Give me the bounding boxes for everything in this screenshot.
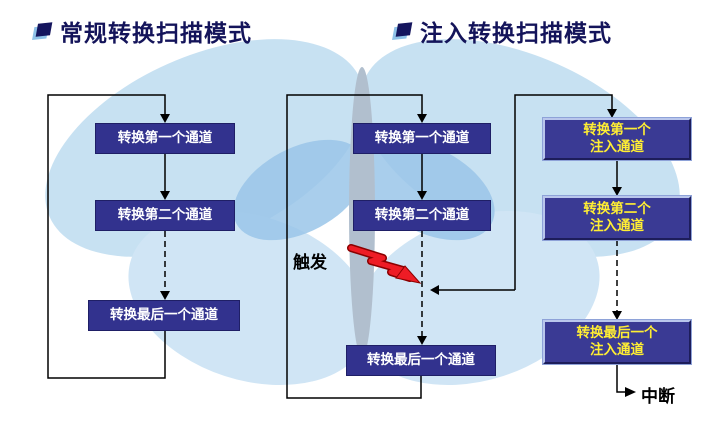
injected-mode-title-text: 注入转换扫描模式 [420,21,612,46]
injected-mode-regular-box-last-channel: 转换最后一个通道 [346,345,496,376]
regular-mode-title: 常规转换扫描模式 [34,14,252,48]
injected-flow-box-last-channel: 转换最后一个 注入通道 [543,320,691,364]
bullet-3d-icon [394,23,413,39]
trigger-lightning-icon [347,244,422,284]
injected-mode-title: 注入转换扫描模式 [394,14,612,48]
injected-mode-regular-box-second-channel: 转换第二个通道 [353,200,491,231]
regular-mode-title-text: 常规转换扫描模式 [60,21,252,46]
regular-flow-box-last-channel: 转换最后一个通道 [88,300,240,331]
interrupt-label: 中断 [641,387,675,406]
flow-arrowheads [160,109,636,397]
bullet-3d-icon [34,23,53,39]
injected-flow-box-second-channel: 转换第二个 注入通道 [543,196,691,240]
injected-flow-box-first-channel: 转换第一个 注入通道 [543,118,691,160]
trigger-label: 触发 [293,253,327,272]
regular-flow-box-second-channel: 转换第二个通道 [95,200,235,231]
injected-mode-regular-box-first-channel: 转换第一个通道 [353,123,491,154]
flow-connector-lines [47,94,625,399]
regular-flow-box-first-channel: 转换第一个通道 [95,123,235,154]
